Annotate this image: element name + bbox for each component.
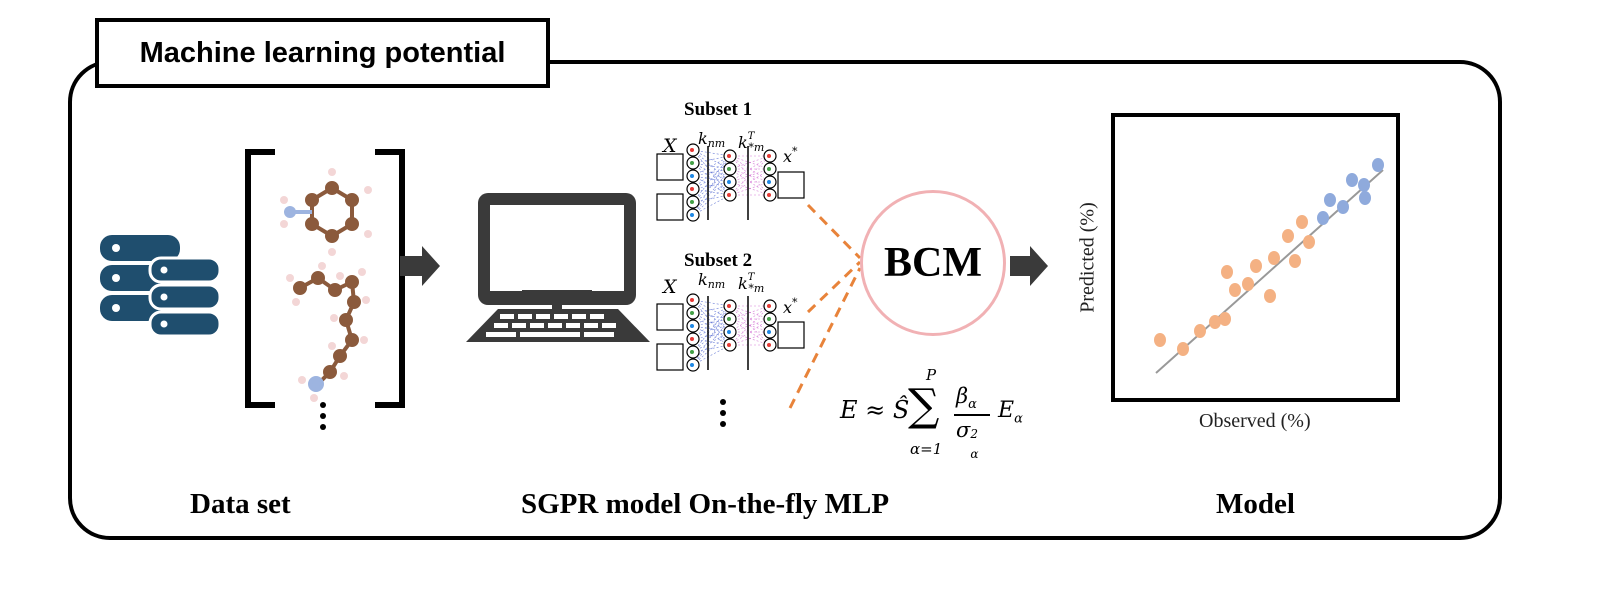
subset-1-network-icon bbox=[656, 143, 805, 222]
formula-numerator: βα bbox=[956, 384, 977, 413]
arrow-right-icon bbox=[1010, 246, 1048, 286]
scatter-point-orange bbox=[1289, 254, 1301, 268]
scatter-point-orange bbox=[1242, 277, 1254, 291]
outer-frame bbox=[68, 60, 1502, 540]
formula-lhs: E ≈ Ŝ bbox=[840, 396, 910, 424]
scatter-point-orange bbox=[1194, 324, 1206, 338]
y-axis-label: Predicted (%) bbox=[1076, 202, 1099, 313]
scatter-point-orange bbox=[1268, 251, 1280, 265]
scatter-point-orange bbox=[1282, 229, 1294, 243]
formula-tail: Eα bbox=[998, 398, 1023, 427]
x-axis-label: Observed (%) bbox=[1199, 410, 1311, 432]
scatter-point-blue bbox=[1346, 173, 1358, 187]
right-bracket bbox=[375, 149, 405, 408]
scatter-point-blue bbox=[1358, 178, 1370, 192]
kstar-label-1: kT*m bbox=[738, 131, 764, 154]
scatter-point-orange bbox=[1177, 342, 1189, 356]
scatter-point-blue bbox=[1317, 211, 1329, 225]
fit-line bbox=[1155, 169, 1384, 374]
xstar-label-2: x* bbox=[783, 296, 798, 317]
x-label-1: X bbox=[661, 135, 678, 157]
x-label-2: X bbox=[661, 276, 678, 298]
scatter-point-orange bbox=[1250, 259, 1262, 273]
scatter-point-blue bbox=[1372, 158, 1384, 172]
scatter-point-orange bbox=[1154, 333, 1166, 347]
more-subsets-ellipsis bbox=[720, 399, 726, 427]
data-set-label: Data set bbox=[190, 488, 291, 520]
page-title: Machine learning potential bbox=[95, 18, 550, 88]
scatter-point-orange bbox=[1221, 265, 1233, 279]
knm-label-1: knm bbox=[698, 129, 725, 150]
model-label: Model bbox=[1216, 488, 1295, 520]
formula-upper: P bbox=[926, 366, 937, 384]
formula-lower: α=1 bbox=[910, 440, 943, 458]
formula-fraction-bar bbox=[954, 414, 990, 416]
subset-1-label: Subset 1 bbox=[684, 99, 753, 120]
molecule-ring-icon bbox=[280, 168, 372, 256]
database-icon bbox=[100, 235, 222, 338]
subset-2-label: Subset 2 bbox=[684, 250, 753, 271]
scatter-points bbox=[1154, 158, 1384, 356]
scatter-point-orange bbox=[1296, 215, 1308, 229]
scatter-point-orange bbox=[1229, 283, 1241, 297]
arrow-right-icon bbox=[400, 246, 440, 286]
formula-sum: ∑ bbox=[908, 380, 940, 431]
scatter-point-orange bbox=[1303, 235, 1315, 249]
bcm-connectors bbox=[788, 203, 862, 409]
subset-2-network-icon bbox=[656, 293, 805, 372]
scatter-point-orange bbox=[1264, 289, 1276, 303]
scatter-point-blue bbox=[1324, 193, 1336, 207]
sgpr-label: SGPR model On-the-fly MLP bbox=[521, 488, 890, 520]
left-bracket bbox=[245, 149, 275, 408]
scatter-point-orange bbox=[1209, 315, 1221, 329]
scatter-point-blue bbox=[1359, 191, 1371, 205]
scatter-frame bbox=[1111, 113, 1400, 402]
knm-label-2: knm bbox=[698, 270, 725, 291]
kstar-label-2: kT*m bbox=[738, 272, 764, 295]
xstar-label-1: x* bbox=[783, 145, 798, 166]
molecule-chain-icon bbox=[286, 262, 370, 402]
bcm-node: BCM bbox=[860, 190, 1006, 336]
more-molecules-ellipsis bbox=[320, 402, 326, 430]
computer-icon bbox=[466, 193, 650, 342]
scatter-point-blue bbox=[1337, 200, 1349, 214]
scatter-point-orange bbox=[1219, 312, 1231, 326]
